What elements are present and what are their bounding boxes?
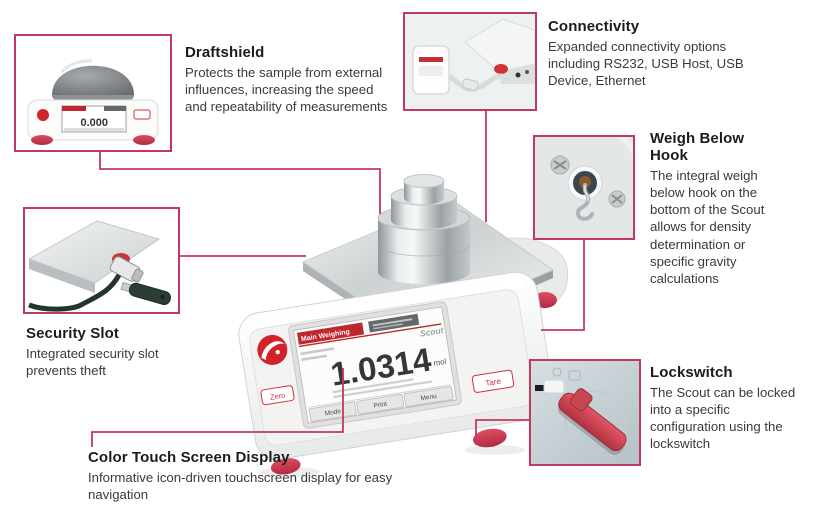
brand-label: Scout <box>419 325 445 339</box>
scale-corner <box>464 18 535 73</box>
callout-weigh-below-hook: Weigh Below Hook The integral weigh belo… <box>650 130 782 287</box>
connectivity-photo <box>403 12 537 111</box>
lockswitch-lever <box>557 388 627 455</box>
callout-description: Integrated security slot prevents theft <box>26 346 159 379</box>
callout-description: Informative icon-driven touchscreen disp… <box>88 470 393 503</box>
shadow <box>465 445 525 455</box>
callout-title: Draftshield <box>185 44 265 61</box>
tare-button[interactable]: Tare <box>471 369 515 393</box>
mini-foot <box>31 135 53 145</box>
security-cable <box>28 273 122 312</box>
callout-title: Connectivity <box>548 18 640 35</box>
svg-text:Print: Print <box>373 401 387 410</box>
touch-button-mode[interactable]: Mode <box>308 401 357 423</box>
port-slot <box>535 385 545 391</box>
screw <box>608 190 626 208</box>
callout-description: The Scout can be locked into a specific … <box>650 385 796 452</box>
ferrite-bead <box>462 78 479 91</box>
mode-banner <box>296 322 365 345</box>
touchscreen-display[interactable]: Main Weighing Scout 1.0314 mol Mode Prin… <box>293 306 457 424</box>
callout-connectivity: Connectivity Expanded connectivity optio… <box>548 18 766 89</box>
port <box>525 70 529 74</box>
callout-description: Protects the sample from external influe… <box>185 65 388 115</box>
connector-weigh-below-hook <box>541 240 585 331</box>
side-switch <box>543 379 565 394</box>
callout-title: Weigh Below Hook <box>650 130 745 164</box>
security-slot-photo <box>23 207 180 314</box>
callout-description: The integral weigh below hook on the bot… <box>650 168 765 286</box>
weight-unit: mol <box>433 357 447 368</box>
draftshield-dome <box>52 65 134 95</box>
front-right-foot <box>472 428 507 448</box>
touch-button-print[interactable]: Print <box>356 393 405 415</box>
draftshield-photo: 0.000 <box>14 34 172 152</box>
callout-description: Expanded connectivity options including … <box>548 39 744 89</box>
callout-title: Security Slot <box>26 325 119 342</box>
connector-lockswitch <box>475 419 529 445</box>
corner-foot <box>494 64 508 74</box>
port <box>515 72 521 78</box>
adapter-stripe <box>419 57 443 62</box>
calibration-weight <box>377 174 471 284</box>
front-left-foot <box>270 458 301 475</box>
connector-touchscreen <box>91 368 344 447</box>
scale-body: Zero Main Weighing Scout 1.0314 mol Mode <box>238 271 555 475</box>
key <box>120 281 172 306</box>
mini-reading: 0.000 <box>80 117 108 129</box>
screw <box>550 155 570 175</box>
callout-title: Color Touch Screen Display <box>88 449 290 466</box>
callout-touchscreen: Color Touch Screen Display Informative i… <box>88 449 393 503</box>
cable-lock <box>109 256 144 283</box>
callout-security-slot: Security Slot Integrated security slot p… <box>26 325 201 379</box>
svg-text:Tare: Tare <box>485 377 502 388</box>
callout-lockswitch: Lockswitch The Scout can be locked into … <box>650 364 798 453</box>
platter-edge <box>29 259 95 293</box>
svg-text:Mode: Mode <box>324 408 342 418</box>
callout-title: Lockswitch <box>650 364 733 381</box>
svg-text:Zero: Zero <box>269 391 286 402</box>
svg-text:Menu: Menu <box>420 393 438 403</box>
connector-lines <box>91 111 585 447</box>
callout-draftshield: Draftshield Protects the sample from ext… <box>185 44 397 115</box>
connector-draftshield <box>99 152 381 214</box>
ohaus-logo <box>257 334 288 365</box>
mini-ohaus-logo <box>37 109 49 121</box>
zero-button[interactable]: Zero <box>260 385 295 406</box>
mini-foot <box>133 135 155 145</box>
touch-button-menu[interactable]: Menu <box>403 386 454 408</box>
weigh-below-hook-photo <box>533 135 635 240</box>
lockswitch-photo <box>529 359 641 466</box>
